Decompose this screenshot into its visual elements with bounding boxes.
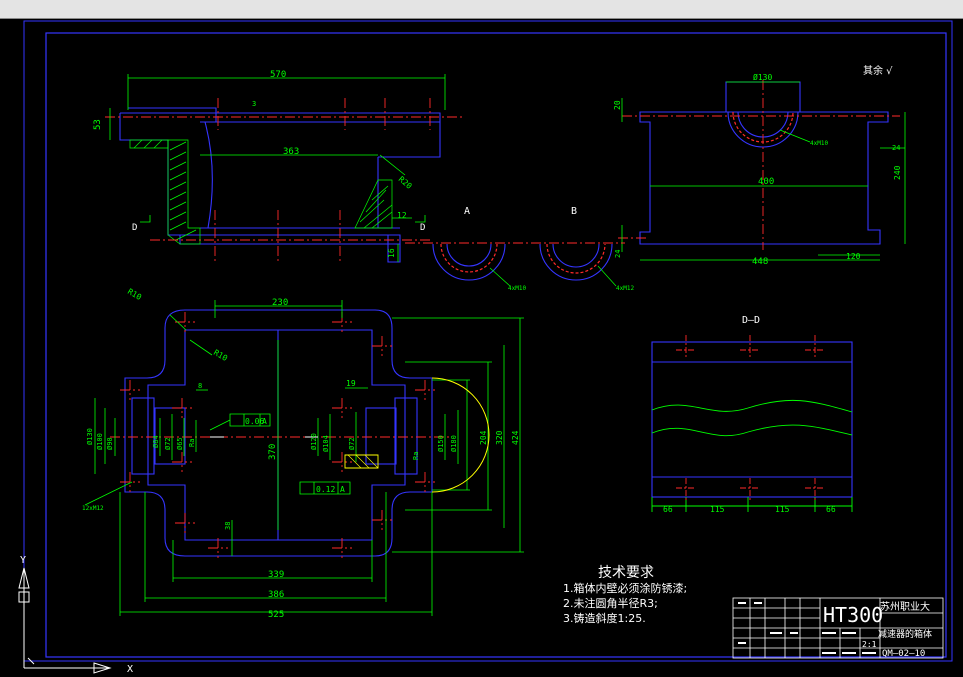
dim-r10-a: R10 bbox=[126, 287, 143, 302]
tech-req-line-1: 1.箱体内壁必须涂防锈漆; bbox=[563, 581, 687, 595]
dim-phi120: Ø120 bbox=[310, 433, 318, 450]
section-mark-d-left: D bbox=[132, 223, 137, 233]
section-label-b: B bbox=[571, 206, 577, 217]
dim-240: 240 bbox=[893, 165, 902, 180]
outer-frame bbox=[23, 20, 953, 662]
tech-req-line-3: 3.铸造斜度1:25. bbox=[563, 611, 646, 625]
dim-386: 386 bbox=[268, 590, 284, 600]
tol-0-06: 0.06 bbox=[245, 417, 264, 426]
school-name: 苏州职业大 bbox=[880, 600, 930, 613]
part-name: 减速器的箱体 bbox=[878, 628, 932, 640]
dd-dim-4: 66 bbox=[826, 505, 836, 514]
dim-24-left: 24 bbox=[614, 250, 622, 258]
hole-12xm12: 12xM12 bbox=[82, 505, 104, 512]
dim-phi104: Ø104 bbox=[322, 435, 330, 452]
section-label-dd: D—D bbox=[742, 315, 760, 326]
dim-8: 8 bbox=[198, 382, 202, 390]
material: HT300 bbox=[823, 603, 883, 627]
dim-phi100: Ø100 bbox=[96, 433, 104, 450]
dim-24-right: 24 bbox=[892, 144, 900, 152]
dim-320: 320 bbox=[495, 430, 504, 445]
dim-phi130-top: Ø130 bbox=[753, 72, 772, 82]
dim-370: 370 bbox=[268, 444, 278, 460]
dim-204: 204 bbox=[479, 430, 488, 445]
dd-dim-1: 66 bbox=[663, 505, 673, 514]
dim-12: 12 bbox=[397, 211, 407, 220]
section-d-d: D—D bbox=[651, 315, 853, 514]
title-block: HT300 苏州职业大 减速器的箱体 2:1 QM—02—10 bbox=[732, 597, 944, 659]
dim-424: 424 bbox=[511, 430, 520, 445]
sections-a-b: A B 4xM10 4xM12 bbox=[405, 206, 634, 292]
dim-400: 400 bbox=[758, 177, 774, 187]
dim-phi65: Ø65 bbox=[176, 437, 184, 450]
ucs-y-label: Y bbox=[20, 555, 26, 566]
section-label-a: A bbox=[464, 206, 470, 217]
dim-339: 339 bbox=[268, 570, 284, 580]
hole-b-4xm12: 4xM12 bbox=[616, 285, 634, 292]
dim-phi72: Ø72 bbox=[164, 437, 172, 450]
dim-r20: R20 bbox=[397, 175, 414, 191]
front-section-view: 570 53 363 R20 12 16 3 D D bbox=[93, 70, 465, 263]
drawing-number: QM—02—10 bbox=[882, 649, 925, 659]
dim-19: 19 bbox=[346, 379, 356, 388]
tech-req-title: 技术要求 bbox=[598, 565, 654, 581]
tol-datum-a2: A bbox=[340, 485, 345, 494]
dim-phi180: Ø180 bbox=[450, 435, 458, 452]
dim-20: 20 bbox=[613, 100, 622, 110]
application-toolbar[interactable] bbox=[0, 0, 963, 19]
dim-phi72-right: Ø72 bbox=[348, 437, 356, 450]
dim-16: 16 bbox=[387, 248, 396, 258]
dim-448: 448 bbox=[752, 257, 768, 267]
dim-phi90: Ø90 bbox=[106, 437, 114, 450]
ucs-x-label: X bbox=[127, 664, 133, 675]
section-mark-d-right: D bbox=[420, 223, 425, 233]
technical-requirements: 技术要求 1.箱体内壁必须涂防锈漆; 2.未注圆角半径R3; 3.铸造斜度1:2… bbox=[563, 565, 687, 625]
dim-phi130: Ø130 bbox=[86, 428, 94, 445]
side-view: Ø130 20 4xM10 400 240 24 448 120 24 其余 √ bbox=[613, 64, 906, 267]
tech-req-line-2: 2.未注圆角半径R3; bbox=[563, 596, 658, 610]
dim-phi84: Ø84 bbox=[152, 435, 160, 448]
dim-38: 38 bbox=[224, 522, 232, 530]
roughness-note: 其余 √ bbox=[863, 64, 893, 77]
dim-r10-b: R10 bbox=[212, 348, 229, 363]
top-view: R10 R10 230 8 19 0.06 A 0.12 A 370 204 3… bbox=[82, 287, 524, 620]
tol-0-12: 0.12 bbox=[316, 485, 335, 494]
dim-363: 363 bbox=[283, 147, 299, 157]
scale: 2:1 bbox=[862, 640, 877, 649]
dim-230: 230 bbox=[272, 298, 288, 308]
ucs-icon bbox=[18, 567, 112, 674]
hole-a-4xm10: 4xM10 bbox=[508, 285, 526, 292]
inner-frame bbox=[45, 32, 947, 658]
hole-4xm10: 4xM10 bbox=[810, 140, 828, 147]
dim-53: 53 bbox=[93, 119, 103, 130]
dim-570: 570 bbox=[270, 70, 286, 80]
dim-ra-left: Ra bbox=[188, 439, 196, 447]
dim-3: 3 bbox=[252, 100, 256, 108]
dd-dim-2: 115 bbox=[710, 505, 725, 514]
dim-phi150: Ø150 bbox=[437, 435, 445, 452]
dd-dim-3: 115 bbox=[775, 505, 790, 514]
tol-datum-a1: A bbox=[262, 417, 267, 426]
dim-525: 525 bbox=[268, 610, 284, 620]
dim-120: 120 bbox=[846, 252, 861, 261]
dim-ra-right: Ra bbox=[412, 452, 420, 460]
